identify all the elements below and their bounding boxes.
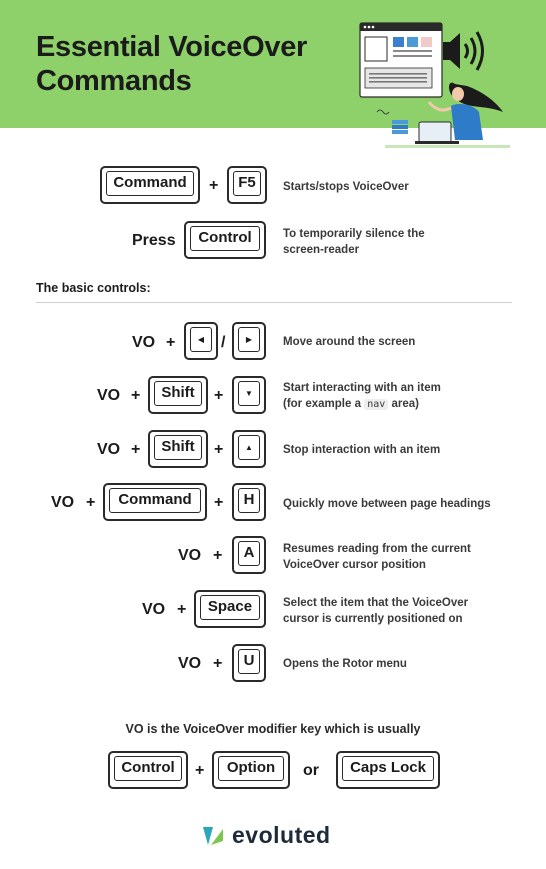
space-key: Space [194,590,266,628]
command-key: Command [103,483,207,521]
plus-sign: + [213,655,223,672]
command-key-label: Command [109,488,201,513]
shift-key: Shift [148,430,208,468]
evoluted-logo-icon [203,826,223,845]
control-description: Opens the Rotor menu [283,658,407,670]
command-key-label: Command [106,171,194,196]
right-arrow-icon: ▶ [238,327,260,352]
control-description: Move around the screen [283,336,416,348]
up-arrow-icon: ▲ [238,435,260,460]
or-label: or [303,762,319,779]
shift-key: Shift [148,376,208,414]
header-banner: Essential VoiceOver Commands [0,0,546,148]
vo-label: VO [97,387,121,404]
control-description: Resumes reading from the current VoiceOv… [283,543,471,571]
vo-label: VO [97,441,121,458]
down-arrow-key: ▼ [232,376,266,414]
plus-sign: + [214,387,224,404]
vo-label: VO [178,655,202,672]
control-description: Quickly move between page headings [283,498,491,510]
control-description: Stop interaction with an item [283,444,441,456]
plus-sign: + [166,334,176,351]
space-key-label: Space [200,595,260,620]
down-arrow-icon: ▼ [238,381,260,406]
plus-sign: + [195,762,205,779]
shift-key-label: Shift [154,435,202,460]
title-line-2: Commands [36,65,192,97]
vo-label: VO [51,494,75,511]
nav-code: nav [364,399,389,410]
h-key: H [232,483,266,521]
h-key-label: H [238,488,260,513]
right-arrow-key: ▶ [232,322,266,360]
section-heading: The basic controls: [36,281,151,295]
logo-text: evoluted [232,822,331,848]
command-description: Starts/stops VoiceOver [283,181,409,193]
u-key: U [232,644,266,682]
control-description: Start interacting with an item (for exam… [283,382,441,410]
u-key-label: U [238,649,260,674]
control-key-label: Control [114,756,182,781]
plus-sign: + [131,441,141,458]
evoluted-logo: evoluted [200,822,331,849]
a-key-label: A [238,541,260,566]
control-key-label: Control [190,226,260,251]
control-key: Control [184,221,266,259]
vo-label: VO [178,547,202,564]
vo-label: VO [142,601,166,618]
title-line-1: Essential VoiceOver [36,31,308,63]
command-key: Command [100,166,200,204]
option-key-label: Option [218,756,284,781]
plus-sign: + [214,441,224,458]
command-description: To temporarily silence the screen-reader [283,228,425,256]
shift-key-label: Shift [154,381,202,406]
a-key: A [232,536,266,574]
option-key: Option [212,751,290,789]
plus-sign: + [86,494,96,511]
left-arrow-icon: ◀ [190,327,212,352]
page-title: Essential VoiceOver Commands [36,30,307,98]
modifier-note: VO is the VoiceOver modifier key which i… [125,722,421,736]
plus-sign: + [177,601,187,618]
press-label: Press [132,232,176,249]
vo-label: VO [132,334,156,351]
plus-sign: + [213,547,223,564]
plus-sign: + [214,494,224,511]
caps-lock-key: Caps Lock [336,751,440,789]
left-arrow-key: ◀ [184,322,218,360]
plus-sign: + [209,177,219,194]
caps-lock-key-label: Caps Lock [342,756,434,781]
f5-key: F5 [227,166,267,204]
screen-reader-illustration-icon [359,22,510,148]
slash-sign: / [221,334,226,351]
f5-key-label: F5 [233,171,261,196]
up-arrow-key: ▲ [232,430,266,468]
divider [36,302,512,303]
control-key: Control [108,751,188,789]
plus-sign: + [131,387,141,404]
control-description: Select the item that the VoiceOver curso… [283,597,469,625]
